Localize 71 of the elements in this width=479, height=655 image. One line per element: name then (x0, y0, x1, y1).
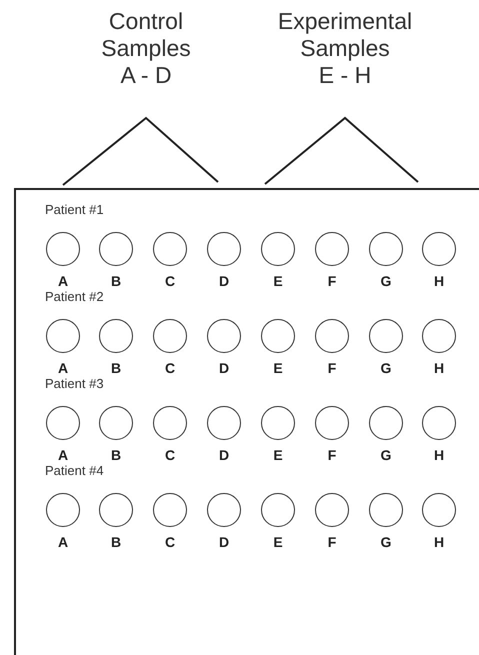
sample-well (261, 493, 295, 527)
well-letter: B (110, 273, 122, 289)
sample-well (46, 232, 80, 266)
well-letter: E (272, 447, 284, 463)
sample-well (422, 232, 456, 266)
sample-well (422, 493, 456, 527)
sample-well (422, 319, 456, 353)
sample-well (315, 406, 349, 440)
sample-well (153, 406, 187, 440)
sample-well (261, 319, 295, 353)
well-letter: F (326, 273, 338, 289)
sample-well (207, 493, 241, 527)
well-letter: A (56, 360, 70, 376)
sample-well (369, 232, 403, 266)
well-letter: C (164, 360, 176, 376)
group-heading: Experimental Samples E - H (276, 8, 414, 89)
sample-well (422, 406, 456, 440)
sample-well (369, 493, 403, 527)
row-label: Patient #1 (45, 202, 104, 217)
sample-well (46, 319, 80, 353)
sample-well (99, 406, 133, 440)
well-letter: F (326, 534, 338, 550)
group-heading: Control Samples A - D (100, 8, 192, 89)
sample-well (369, 319, 403, 353)
well-letter: B (110, 447, 122, 463)
sample-well (99, 493, 133, 527)
well-letter: G (380, 534, 392, 550)
well-letter: D (218, 273, 230, 289)
well-letter: F (326, 360, 338, 376)
sample-well (315, 319, 349, 353)
well-letter: A (56, 273, 70, 289)
well-letter: A (56, 534, 70, 550)
well-letter: E (272, 273, 284, 289)
well-letter: D (218, 534, 230, 550)
sample-well (261, 406, 295, 440)
sample-well (46, 406, 80, 440)
well-letter: E (272, 360, 284, 376)
well-letter: A (56, 447, 70, 463)
well-letter: G (380, 360, 392, 376)
row-label: Patient #3 (45, 376, 104, 391)
well-letter: H (432, 360, 446, 376)
well-letter: B (110, 360, 122, 376)
sample-well (153, 232, 187, 266)
sample-well (153, 493, 187, 527)
sample-well (315, 232, 349, 266)
well-letter: D (218, 360, 230, 376)
sample-well (99, 319, 133, 353)
plate-outline (14, 188, 479, 655)
well-letter: G (380, 447, 392, 463)
well-letter: H (432, 447, 446, 463)
well-letter: C (164, 447, 176, 463)
well-letter: G (380, 273, 392, 289)
well-letter: H (432, 273, 446, 289)
well-letter: H (432, 534, 446, 550)
sample-well (46, 493, 80, 527)
well-letter: D (218, 447, 230, 463)
sample-well (315, 493, 349, 527)
row-label: Patient #2 (45, 289, 104, 304)
row-label: Patient #4 (45, 463, 104, 478)
well-letter: C (164, 273, 176, 289)
well-letter: F (326, 447, 338, 463)
well-letter: C (164, 534, 176, 550)
sample-well (369, 406, 403, 440)
sample-well (207, 406, 241, 440)
well-letter: B (110, 534, 122, 550)
sample-well (207, 232, 241, 266)
sample-well (99, 232, 133, 266)
sample-well (153, 319, 187, 353)
well-letter: E (272, 534, 284, 550)
sample-well (207, 319, 241, 353)
sample-well (261, 232, 295, 266)
